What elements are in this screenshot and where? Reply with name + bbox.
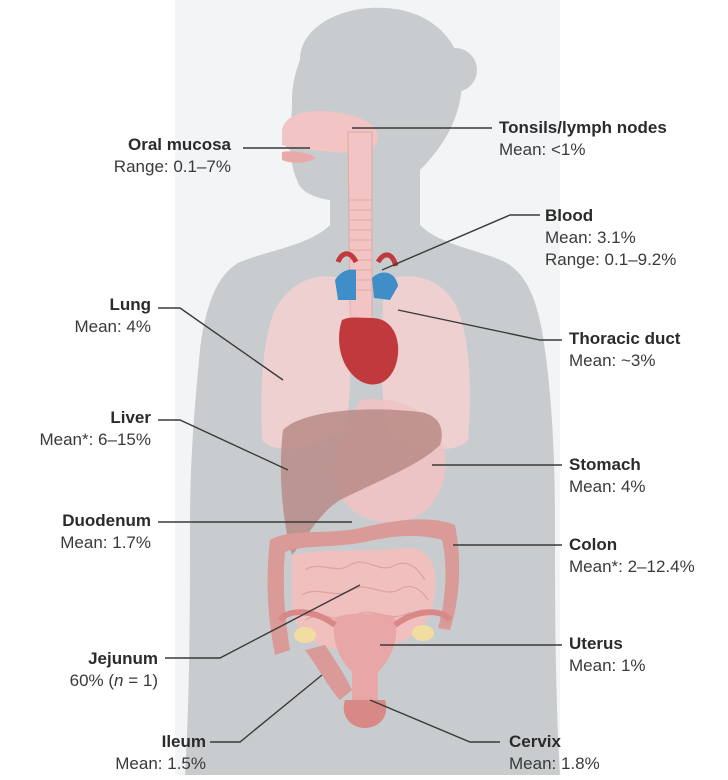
jejunum-value-n: n	[114, 671, 123, 690]
right-ovary	[412, 625, 434, 641]
label-oral-mucosa: Oral mucosa Range: 0.1–7%	[114, 134, 231, 178]
blood-value-range: Range: 0.1–9.2%	[545, 249, 676, 271]
tonsils-name: Tonsils/lymph nodes	[499, 117, 667, 139]
thoracic-duct-value: Mean: ~3%	[569, 350, 680, 372]
blood-value: Mean: 3.1%	[545, 227, 676, 249]
lung-name: Lung	[74, 294, 151, 316]
duodenum-name: Duodenum	[60, 510, 151, 532]
tonsils-value: Mean: <1%	[499, 139, 667, 161]
colon-name: Colon	[569, 534, 695, 556]
label-thoracic-duct: Thoracic duct Mean: ~3%	[569, 328, 680, 372]
jejunum-name: Jejunum	[70, 648, 158, 670]
duodenum-value: Mean: 1.7%	[60, 532, 151, 554]
liver-value: Mean*: 6–15%	[39, 429, 151, 451]
uterus-value: Mean: 1%	[569, 655, 646, 677]
cervix-name: Cervix	[509, 731, 600, 753]
label-ileum: Ileum Mean: 1.5%	[115, 731, 206, 775]
uterus-name: Uterus	[569, 633, 646, 655]
label-liver: Liver Mean*: 6–15%	[39, 407, 151, 451]
label-cervix: Cervix Mean: 1.8%	[509, 731, 600, 775]
oral-mucosa-name: Oral mucosa	[114, 134, 231, 156]
cervix-value: Mean: 1.8%	[509, 753, 600, 775]
ileum-value: Mean: 1.5%	[115, 753, 206, 775]
label-uterus: Uterus Mean: 1%	[569, 633, 646, 677]
jejunum-value-pre: 60% (	[70, 671, 114, 690]
label-colon: Colon Mean*: 2–12.4%	[569, 534, 695, 578]
jejunum-value-post: = 1)	[124, 671, 159, 690]
label-lung: Lung Mean: 4%	[74, 294, 151, 338]
ileum-name: Ileum	[115, 731, 206, 753]
label-jejunum: Jejunum 60% (n = 1)	[70, 648, 158, 692]
blood-name: Blood	[545, 205, 676, 227]
label-tonsils: Tonsils/lymph nodes Mean: <1%	[499, 117, 667, 161]
jejunum-value: 60% (n = 1)	[70, 670, 158, 692]
hair-bun	[433, 48, 477, 92]
label-blood: Blood Mean: 3.1% Range: 0.1–9.2%	[545, 205, 676, 271]
lung-value: Mean: 4%	[74, 316, 151, 338]
liver-name: Liver	[39, 407, 151, 429]
colon-value: Mean*: 2–12.4%	[569, 556, 695, 578]
stomach-name: Stomach	[569, 454, 646, 476]
label-stomach: Stomach Mean: 4%	[569, 454, 646, 498]
label-duodenum: Duodenum Mean: 1.7%	[60, 510, 151, 554]
left-ovary	[294, 627, 316, 643]
thoracic-duct-name: Thoracic duct	[569, 328, 680, 350]
stomach-value: Mean: 4%	[569, 476, 646, 498]
oral-mucosa-value: Range: 0.1–7%	[114, 156, 231, 178]
